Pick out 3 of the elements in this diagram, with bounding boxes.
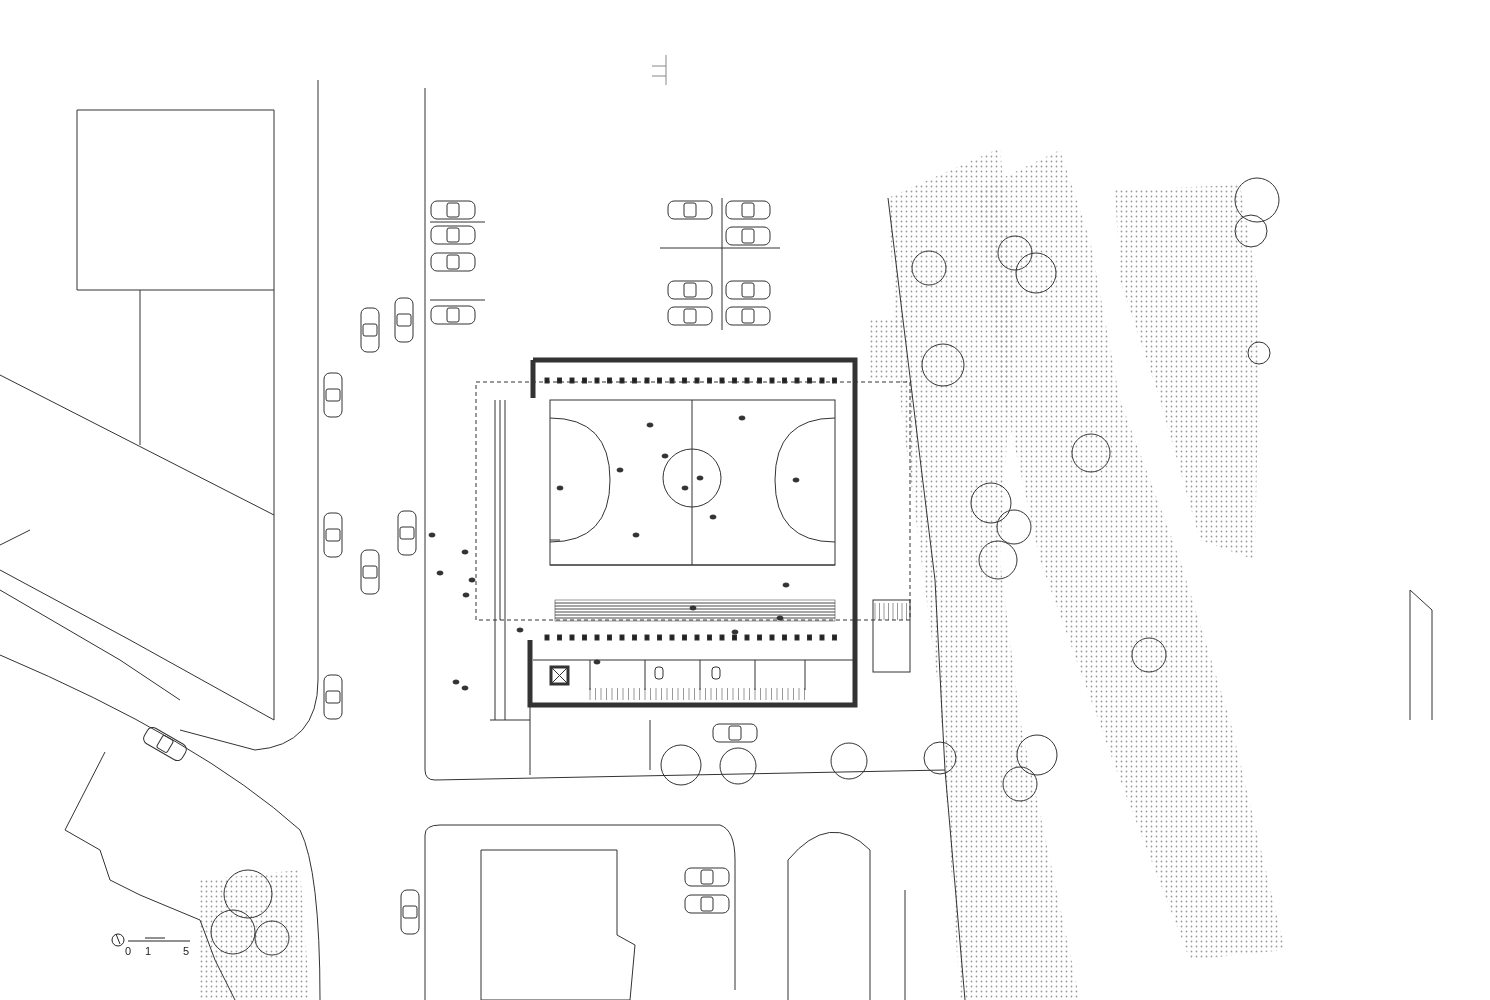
scale-label: 1 [144, 945, 152, 957]
scale-label: 0 [124, 945, 132, 957]
scale-label: 5 [182, 945, 190, 957]
